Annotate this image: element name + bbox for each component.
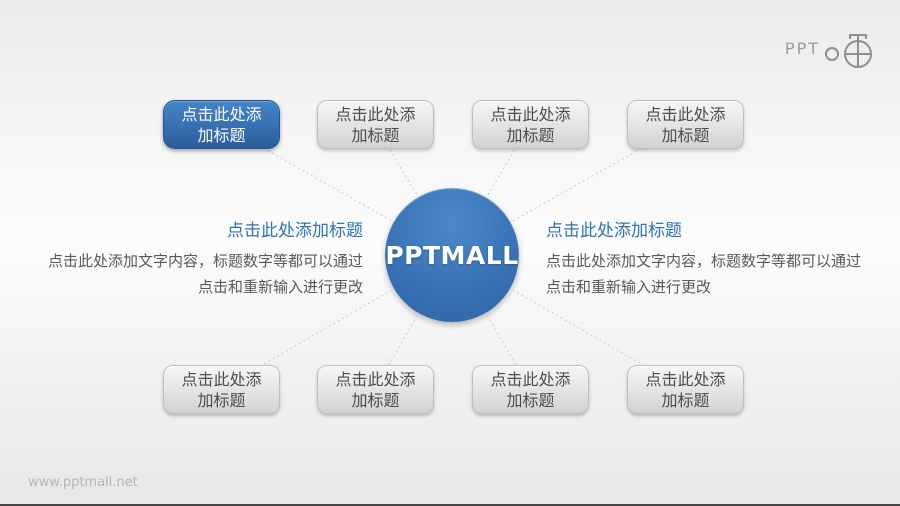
- left-panel-title[interactable]: 点击此处添加标题: [227, 221, 363, 241]
- title-box-bottom-1[interactable]: 点击此处添 加标题: [163, 365, 280, 414]
- left-text-panel: 点击此处添加标题 点击此处添加文字内容，标题数字等都可以通过 点击和重新输入进行…: [23, 216, 363, 300]
- brand-logo: PPT: [785, 30, 876, 68]
- right-panel-body-line1: 点击此处添加文字内容，标题数字等都可以通过: [546, 252, 862, 270]
- title-box-label: 点击此处添 加标题: [335, 369, 416, 410]
- pptmall-scale-icon: [825, 34, 872, 68]
- title-box-label: 点击此处添 加标题: [181, 104, 262, 145]
- title-box-label: 点击此处添 加标题: [645, 369, 726, 410]
- right-text-panel: 点击此处添加标题 点击此处添加文字内容，标题数字等都可以通过 点击和重新输入进行…: [546, 216, 886, 300]
- title-box-label: 点击此处添 加标题: [490, 369, 571, 410]
- left-panel-body[interactable]: 点击此处添加文字内容，标题数字等都可以通过 点击和重新输入进行更改: [23, 248, 363, 300]
- title-box-top-4[interactable]: 点击此处添 加标题: [627, 100, 744, 149]
- title-box-label: 点击此处添 加标题: [181, 369, 262, 410]
- slide-bottom-edge: [0, 504, 900, 506]
- title-box-top-3[interactable]: 点击此处添 加标题: [472, 100, 589, 149]
- right-panel-body-line2: 点击和重新输入进行更改: [546, 278, 712, 296]
- title-box-bottom-4[interactable]: 点击此处添 加标题: [627, 365, 744, 414]
- title-box-label: 点击此处添 加标题: [335, 104, 416, 145]
- left-panel-body-line2: 点击和重新输入进行更改: [197, 278, 363, 296]
- title-box-top-1[interactable]: 点击此处添 加标题: [163, 100, 280, 149]
- right-panel-title[interactable]: 点击此处添加标题: [546, 221, 682, 241]
- title-box-bottom-3[interactable]: 点击此处添 加标题: [472, 365, 589, 414]
- title-box-label: 点击此处添 加标题: [490, 104, 571, 145]
- title-box-bottom-2[interactable]: 点击此处添 加标题: [317, 365, 434, 414]
- hub-circle[interactable]: PPTMALL: [385, 188, 519, 322]
- hub-label: PPTMALL: [385, 240, 519, 270]
- title-box-label: 点击此处添 加标题: [645, 104, 726, 145]
- right-panel-body[interactable]: 点击此处添加文字内容，标题数字等都可以通过 点击和重新输入进行更改: [546, 248, 886, 300]
- brand-logo-text: PPT: [784, 39, 820, 58]
- left-panel-body-line1: 点击此处添加文字内容，标题数字等都可以通过: [47, 252, 363, 270]
- watermark: www.pptmall.net: [28, 475, 138, 490]
- title-box-top-2[interactable]: 点击此处添 加标题: [317, 100, 434, 149]
